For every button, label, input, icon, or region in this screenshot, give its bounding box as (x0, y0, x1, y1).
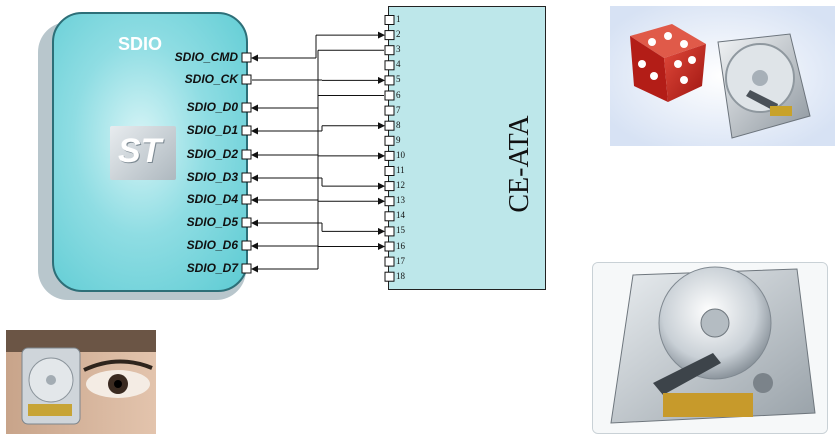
sdio-signal-label: SDIO_D1 (186, 123, 238, 137)
ceata-pin-number: 15 (396, 225, 405, 236)
ceata-pin-number: 16 (396, 240, 405, 251)
ceata-pin-number: 14 (396, 210, 405, 221)
ceata-pin-number: 5 (396, 74, 401, 85)
ceata-pin-box (384, 45, 395, 56)
sdio-pin-box (241, 172, 252, 183)
sdio-pin-box (241, 125, 252, 136)
sdio-pin-box (241, 74, 252, 85)
sdio-signal-label: SDIO_D7 (186, 261, 238, 275)
ceata-pin-number: 13 (396, 195, 405, 206)
ceata-pin-box (384, 90, 395, 101)
ceata-pin-box (384, 135, 395, 146)
sdio-signal-label: SDIO_D0 (186, 100, 238, 114)
ceata-pin-number: 10 (396, 149, 405, 160)
ceata-pin-box (384, 166, 395, 176)
ceata-pin-box (384, 105, 395, 116)
ceata-pin-box (384, 120, 395, 131)
sdio-pin-box (241, 194, 252, 205)
die-top-face (630, 24, 706, 58)
ceata-pin-box (384, 196, 395, 207)
sdio-signal-label: SDIO_CK (184, 72, 238, 86)
ceata-pin-number: 6 (396, 89, 401, 100)
ceata-pin-number: 12 (396, 180, 405, 191)
die-left-face (630, 36, 668, 102)
ceata-pin-box (384, 181, 395, 192)
sdio-pin-box (241, 102, 252, 113)
ceata-pin-number: 18 (396, 270, 405, 281)
sdio-signal-label: SDIO_D6 (186, 238, 238, 252)
ceata-block (388, 6, 546, 290)
ceata-pin-number: 1 (396, 14, 401, 24)
open-hard-drive-photo (592, 262, 828, 434)
ceata-pin-box (384, 256, 395, 267)
sdio-signal-label: SDIO_CMD (174, 50, 238, 64)
ceata-pin-number: 2 (396, 29, 401, 40)
ceata-pin-number: 11 (396, 165, 405, 175)
sdio-pin-box (241, 52, 252, 63)
ceata-pin-number: 3 (396, 44, 401, 55)
sdio-pin-box (241, 263, 252, 274)
sdio-signal-label: SDIO_D2 (186, 147, 238, 161)
ceata-pin-box (384, 271, 395, 282)
st-logo: ST (110, 126, 176, 180)
ceata-pin-box (384, 30, 395, 41)
st-logo-text: ST (118, 132, 162, 170)
sdio-title: SDIO (118, 34, 163, 54)
sdio-pin-box (241, 217, 252, 228)
ceata-pin-box (384, 60, 395, 71)
ceata-pin-box (384, 150, 395, 161)
ceata-pin-number: 9 (396, 134, 401, 145)
dice-and-microdrive-photo (610, 6, 835, 146)
ceata-pin-number: 17 (396, 255, 405, 266)
sdio-signal-label: SDIO_D3 (186, 170, 238, 184)
microdrive-held-near-eye-photo (6, 330, 156, 434)
ceata-pin-box (384, 226, 395, 237)
sdio-signal-label: SDIO_D4 (186, 192, 238, 206)
ceata-pin-box (384, 211, 395, 222)
ceata-pin-box (384, 241, 395, 252)
ceata-pin-number: 7 (396, 104, 401, 115)
ceata-pin-box (384, 75, 395, 86)
ceata-pin-number: 4 (396, 59, 401, 70)
sdio-signal-label: SDIO_D5 (186, 215, 238, 229)
ceata-pin-number: 8 (396, 119, 401, 130)
ceata-pin-box (384, 15, 395, 25)
sdio-pin-box (241, 149, 252, 160)
sdio-pin-box (241, 240, 252, 251)
